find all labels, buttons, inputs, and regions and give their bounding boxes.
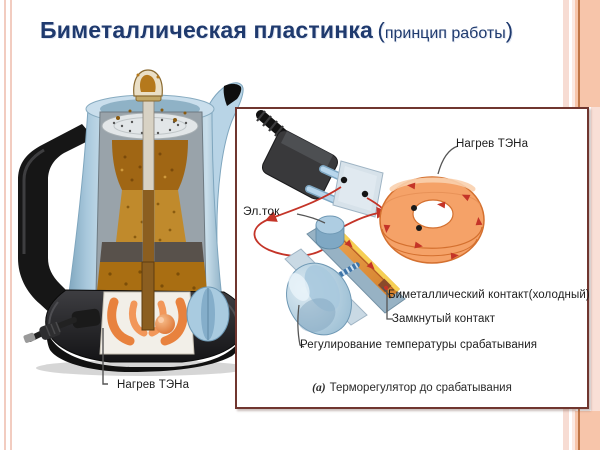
title-subtitle: принцип работы [384, 25, 506, 42]
contact-point [377, 278, 392, 293]
strip-cylinder [315, 215, 345, 250]
title-main: Биметаллическая пластинка [40, 17, 374, 43]
diagram-leader-lines [296, 145, 459, 348]
bimetal-assembly [284, 215, 406, 336]
left-edge-line-2 [10, 0, 12, 450]
caption-text: Терморегулятор до срабатывания [329, 382, 512, 394]
kettle-handle [18, 124, 94, 328]
ball-highlight [158, 317, 164, 323]
glass-dome-knob [133, 69, 163, 102]
kettle-dial-knob [186, 286, 230, 342]
page-title: Биметаллическая пластинка (принцип работ… [40, 17, 513, 44]
power-plug-icon [256, 110, 349, 205]
caption-index: (а) [312, 382, 326, 394]
power-cord [23, 308, 101, 343]
heating-coil-icon [379, 176, 485, 264]
label-electric-current: Эл.ток [243, 204, 280, 218]
regulation-knob-icon [286, 262, 352, 336]
title-paren-open: ( [377, 18, 385, 43]
title-paren-close: ) [505, 18, 514, 43]
spout-opening [223, 83, 242, 106]
right-edge-stripe-3 [591, 0, 600, 450]
thermostat-diagram [253, 110, 485, 348]
kettle-illustration [18, 69, 245, 385]
thermostat-diagram-box [235, 107, 589, 409]
left-edge-line-1 [4, 0, 6, 450]
kettle-label-leader [102, 328, 108, 385]
label-bimetal-contact: Биметаллический контакт(холодный) [388, 289, 590, 301]
indicator-ball [155, 314, 175, 334]
label-closed-contact: Замкнутый контакт [392, 313, 496, 325]
label-heater-diagram: Нагрев ТЭНа [456, 138, 529, 150]
label-heater-kettle: Нагрев ТЭНа [117, 379, 190, 391]
coil-current-arrows [383, 182, 483, 260]
socket-plate [332, 160, 384, 218]
diagram-caption: (а)Терморегулятор до срабатывания [235, 382, 589, 394]
label-temperature-regulation: Регулирование температуры срабатывания [300, 339, 538, 351]
